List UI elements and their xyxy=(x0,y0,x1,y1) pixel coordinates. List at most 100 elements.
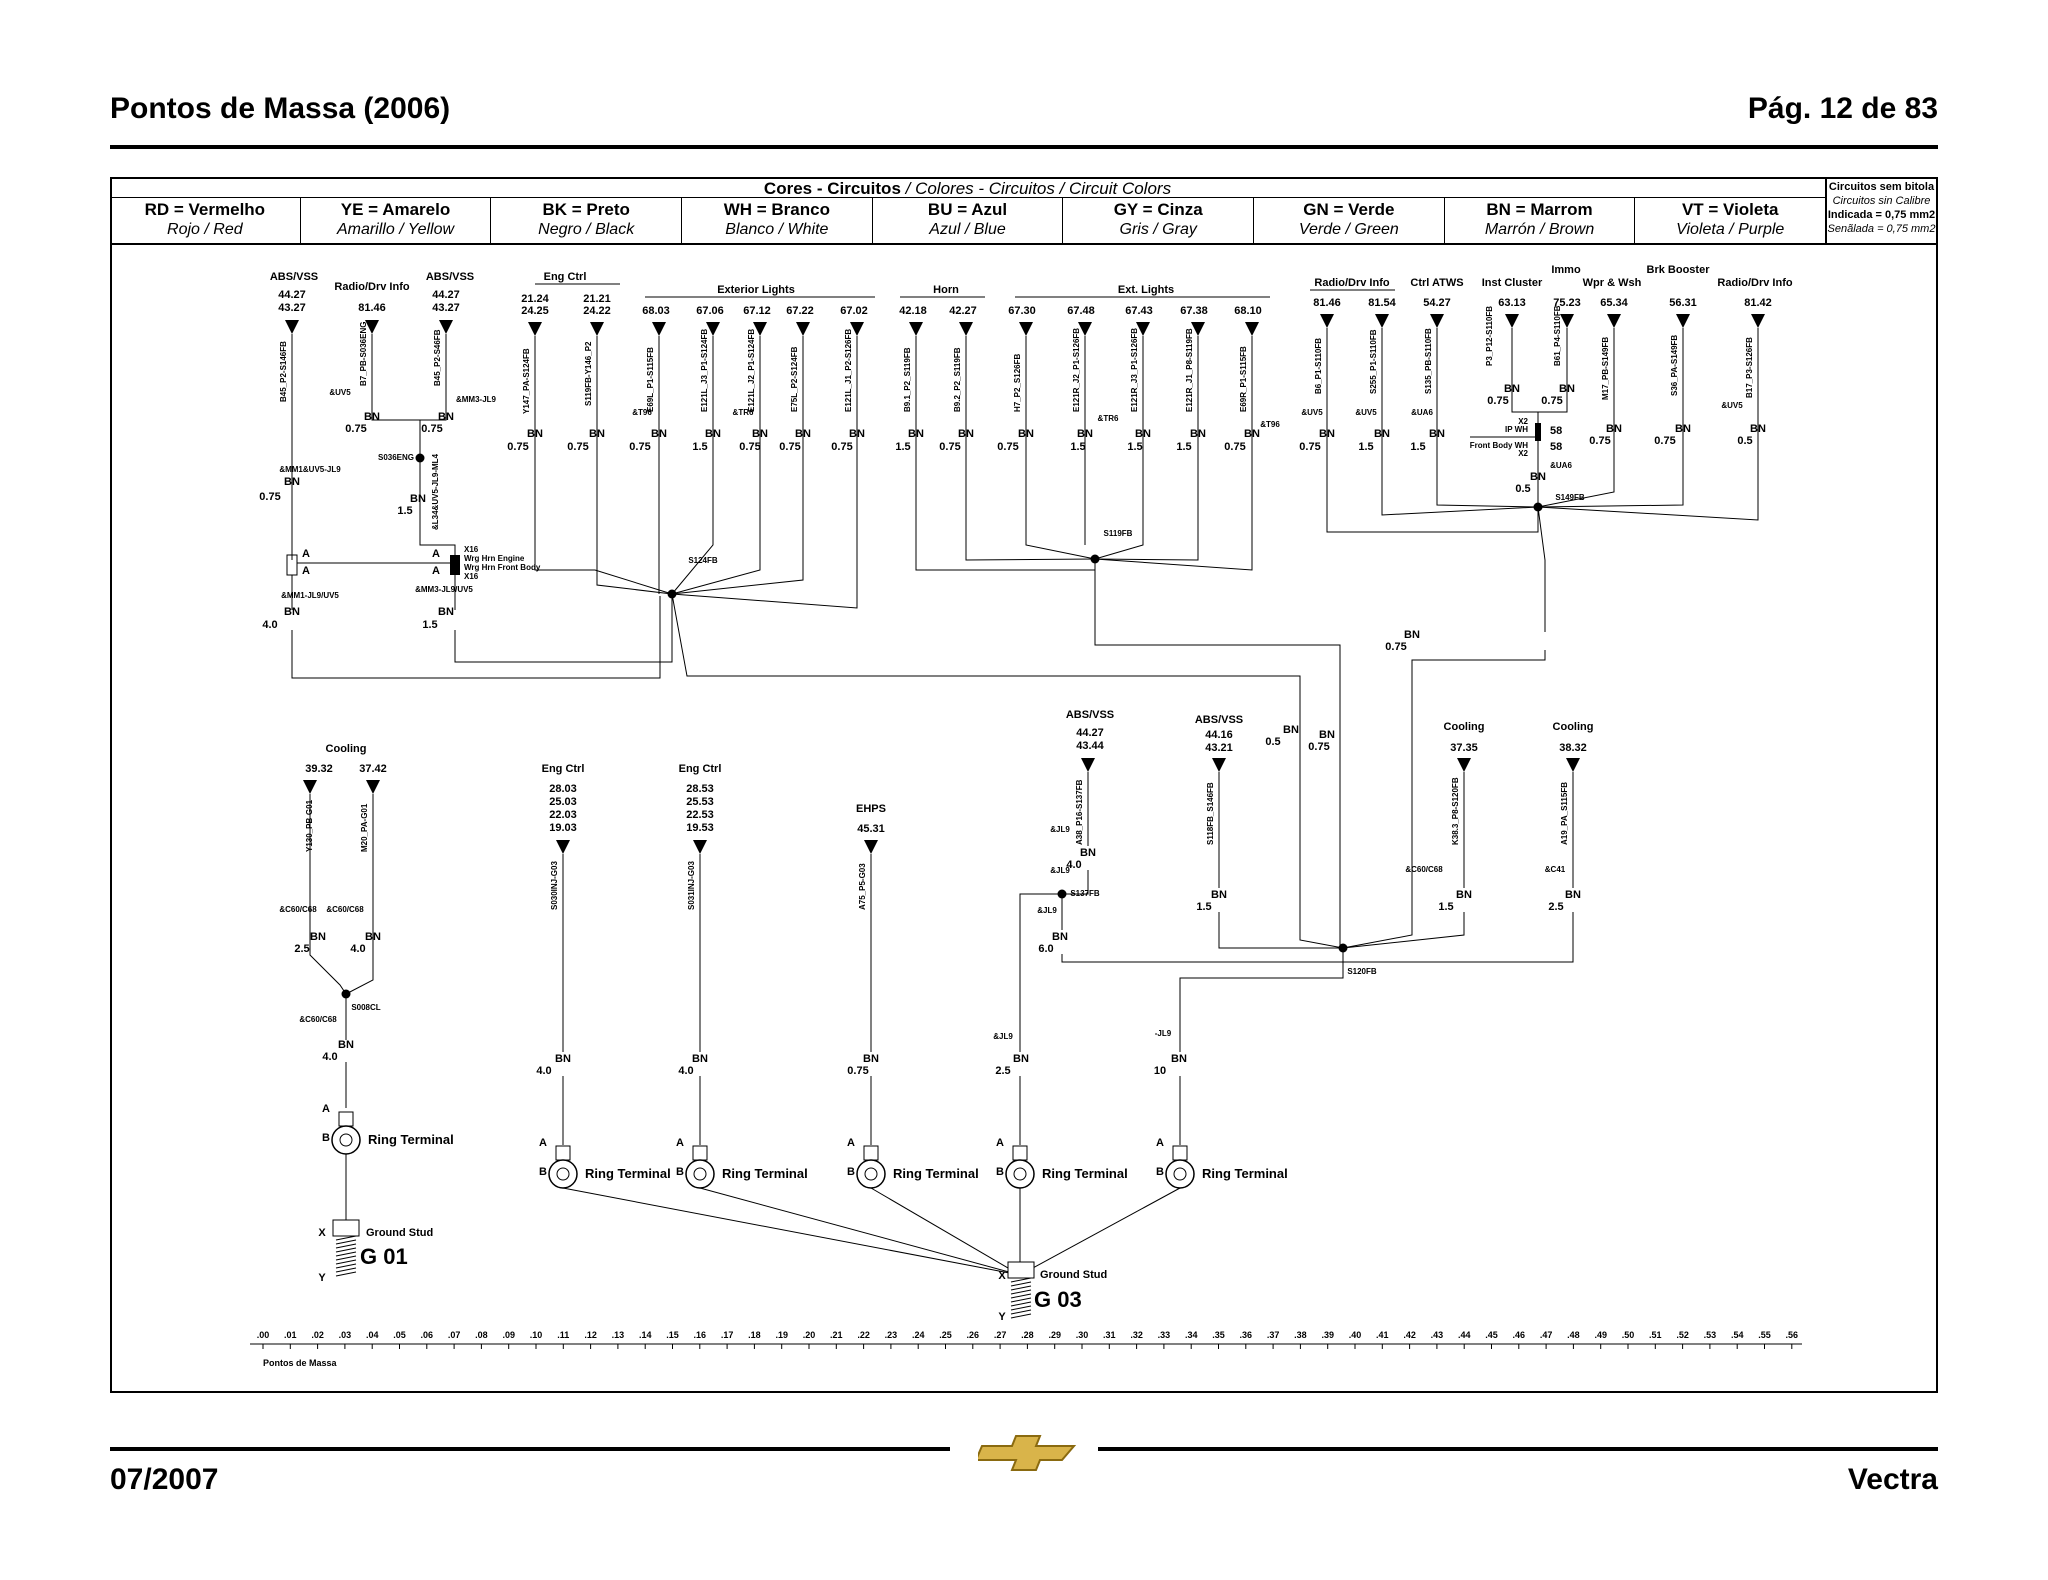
wire-gauge: 1.5 xyxy=(1070,441,1085,453)
calibre-line: Circuitos sin Calibre xyxy=(1832,195,1931,207)
scale-tick-label: .14 xyxy=(639,1330,652,1340)
scale-tick-label: .09 xyxy=(502,1330,515,1340)
wire-id: E121R_J2_P1-S126FB xyxy=(1072,328,1081,412)
scale-tick-label: .48 xyxy=(1567,1330,1580,1340)
stud-thread xyxy=(1010,1309,1032,1315)
wire-gauge: 10 xyxy=(1154,1065,1166,1077)
ref-number: 28.53 xyxy=(686,783,714,795)
scale-tick-label: .50 xyxy=(1622,1330,1635,1340)
legend-color-alt: Blanco / White xyxy=(725,221,829,238)
calibre-note: Circuitos sem bitola Circuitos sin Calib… xyxy=(1825,177,1936,243)
stud-thread xyxy=(1010,1277,1032,1283)
wire-gauge: 0.75 xyxy=(997,441,1018,453)
connector-triangle xyxy=(1375,314,1389,328)
connector-triangle xyxy=(556,840,570,854)
legend-color-code: VT = Violeta xyxy=(1681,200,1779,219)
wire-gauge: 1.5 xyxy=(1196,901,1211,913)
stud-thread xyxy=(1010,1305,1032,1311)
wire-id: B17_P3-S126FB xyxy=(1745,337,1754,398)
wire-gauge: 0.75 xyxy=(1299,441,1320,453)
color-legend: Cores - Circuitos / Colores - Circuitos … xyxy=(110,177,1938,245)
scale-tick-label: .11 xyxy=(557,1330,569,1340)
option-tag: &C41 xyxy=(1545,865,1566,874)
scale-tick-label: .32 xyxy=(1130,1330,1143,1340)
connector-triangle xyxy=(1136,322,1150,336)
ref-number: 67.12 xyxy=(743,305,771,317)
wire xyxy=(1094,336,1199,561)
group-label: Wpr & Wsh xyxy=(1583,277,1642,289)
stud-thread xyxy=(1010,1289,1032,1295)
scale-tick-label: .35 xyxy=(1212,1330,1225,1340)
ref-number: 81.54 xyxy=(1368,297,1396,309)
option-tag: &JL9 xyxy=(1050,866,1070,875)
wire xyxy=(345,794,374,995)
wire-color: BN xyxy=(310,931,326,943)
ring-terminal-label: Ring Terminal xyxy=(368,1132,454,1147)
wire-gauge: 0.5 xyxy=(1737,435,1752,447)
wire-gauge: 1.5 xyxy=(1358,441,1373,453)
wire-gauge: 0.75 xyxy=(421,423,442,435)
terminal-crimp xyxy=(555,1145,571,1161)
wire-id: S118FB_S146FB xyxy=(1206,782,1215,845)
stud-thread xyxy=(1010,1293,1032,1299)
scale-tick-label: .29 xyxy=(1048,1330,1061,1340)
scale-tick-label: .49 xyxy=(1594,1330,1607,1340)
terminal-pin: B xyxy=(1156,1166,1164,1178)
ring-terminal-label: Ring Terminal xyxy=(585,1166,671,1181)
ref-number: 37.35 xyxy=(1450,742,1478,754)
group-label: Eng Ctrl xyxy=(679,763,722,775)
group-label: Eng Ctrl xyxy=(542,763,585,775)
legend-color-code: GY = Cinza xyxy=(1113,200,1203,219)
wire xyxy=(870,1187,1021,1276)
legend-color-code: BK = Preto xyxy=(542,200,630,219)
splice-label: S120FB xyxy=(1347,967,1377,976)
connector-triangle xyxy=(439,320,453,334)
ref-number: 25.03 xyxy=(549,796,577,808)
legend-color-alt: Marrón / Brown xyxy=(1484,221,1595,238)
connector-triangle xyxy=(1191,322,1205,336)
group-label: Immo xyxy=(1551,264,1581,276)
wire-gauge: 2.5 xyxy=(995,1065,1010,1077)
splice-label: S119FB xyxy=(1104,529,1133,538)
terminal-pin: B xyxy=(322,1132,330,1144)
stud-thread xyxy=(1010,1285,1032,1291)
wire-color: BN xyxy=(1565,889,1581,901)
connector-triangle xyxy=(1078,322,1092,336)
ground-id: G 03 xyxy=(1034,1287,1082,1312)
wire-id: E69R_P1-S115FB xyxy=(1239,346,1248,412)
group-label: Horn xyxy=(933,284,959,296)
connector-label: X16 xyxy=(464,545,479,554)
connector-triangle xyxy=(1430,314,1444,328)
ref-number: 21.21 xyxy=(583,293,611,305)
scale-tick-label: .00 xyxy=(257,1330,270,1340)
wire-id: A75_P5-G03 xyxy=(858,863,867,910)
connector-triangle xyxy=(303,780,317,794)
wire-gauge: 2.5 xyxy=(294,943,309,955)
wire xyxy=(1061,948,1344,963)
wire xyxy=(671,336,761,595)
scale-label: Pontos de Massa xyxy=(263,1358,338,1368)
stud-thread xyxy=(335,1267,357,1273)
scale-tick-label: .07 xyxy=(448,1330,461,1340)
wire-id: P3_P12-S110FB xyxy=(1485,306,1494,366)
connector-body xyxy=(1535,423,1541,441)
scale-tick-label: .28 xyxy=(1021,1330,1034,1340)
wire-color: BN xyxy=(1319,729,1335,741)
splice-label: S124FB xyxy=(688,556,718,565)
ring-terminal-hole xyxy=(864,1167,878,1181)
connector-label: X2 xyxy=(1518,417,1528,426)
connector-label: Wrg Hrn Front Body xyxy=(464,563,541,572)
scale-tick-label: .19 xyxy=(775,1330,788,1340)
ground-stud-icon xyxy=(332,1219,360,1237)
footer-rule-right xyxy=(1098,1447,1938,1451)
wire xyxy=(309,794,347,995)
wire-color: BN xyxy=(863,1053,879,1065)
group-label: Cooling xyxy=(1444,721,1485,733)
scale-tick-label: .34 xyxy=(1185,1330,1198,1340)
option-tag: &UA6 xyxy=(1411,408,1433,417)
group-label: Radio/Drv Info xyxy=(1717,277,1792,289)
